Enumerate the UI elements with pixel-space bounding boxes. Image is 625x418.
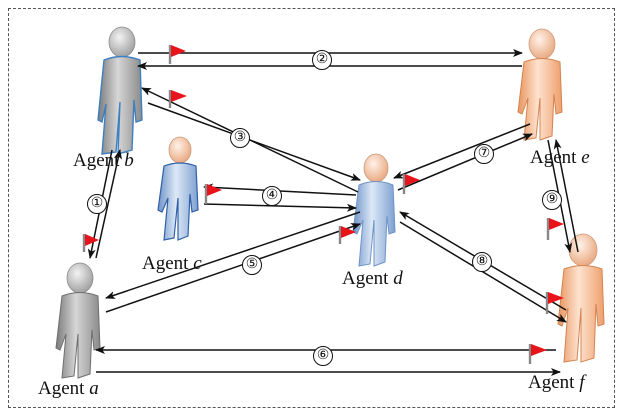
link-3-arrow-db	[141, 87, 359, 193]
agent-e-figure[interactable]	[517, 28, 563, 141]
link-label-8: ⑧	[472, 252, 492, 272]
flag-d-e	[402, 174, 420, 194]
link-label-7: ⑦	[474, 144, 494, 164]
flag-b-d	[168, 90, 187, 108]
flag-b-e	[168, 45, 186, 64]
agent-f-label: Agent f	[528, 372, 585, 393]
link-7-arrow-de	[397, 133, 533, 191]
agent-d-figure[interactable]	[352, 153, 396, 267]
agent-a-figure[interactable]	[55, 262, 101, 379]
link-8-arrow-df	[399, 221, 567, 323]
agent-a-label: Agent a	[38, 378, 99, 399]
link-7-arrow-ed	[393, 123, 531, 179]
agent-c-figure[interactable]	[157, 136, 199, 241]
link-5-arrow-ad	[105, 223, 361, 313]
link-5-arrow-da	[105, 211, 361, 299]
link-label-3: ③	[230, 128, 250, 148]
link-label-4: ④	[262, 186, 282, 206]
flag-f-d	[545, 292, 564, 314]
link-label-2: ②	[312, 50, 332, 70]
flag-d-a	[338, 226, 356, 244]
flag-f-a	[528, 344, 547, 364]
flag-a-b	[82, 234, 99, 252]
agent-b-label: Agent b	[73, 150, 134, 171]
agent-b-figure[interactable]	[97, 26, 143, 155]
link-9-arrow-fe	[553, 139, 579, 253]
agent-e-label: Agent e	[530, 147, 590, 168]
link-label-1: ①	[87, 194, 107, 214]
agent-f-figure[interactable]	[557, 233, 605, 363]
flag-e-f	[546, 218, 564, 240]
link-4-arrow-cd	[203, 203, 357, 212]
agent-d-label: Agent d	[342, 268, 403, 289]
link-label-9: ⑨	[542, 190, 562, 210]
link-1-arrow-ab	[95, 149, 122, 259]
link-label-6: ⑥	[313, 346, 333, 366]
dashed-frame	[8, 8, 615, 408]
link-label-5: ⑤	[242, 255, 262, 275]
flag-c-d	[204, 184, 222, 204]
agent-c-label: Agent c	[142, 253, 202, 274]
